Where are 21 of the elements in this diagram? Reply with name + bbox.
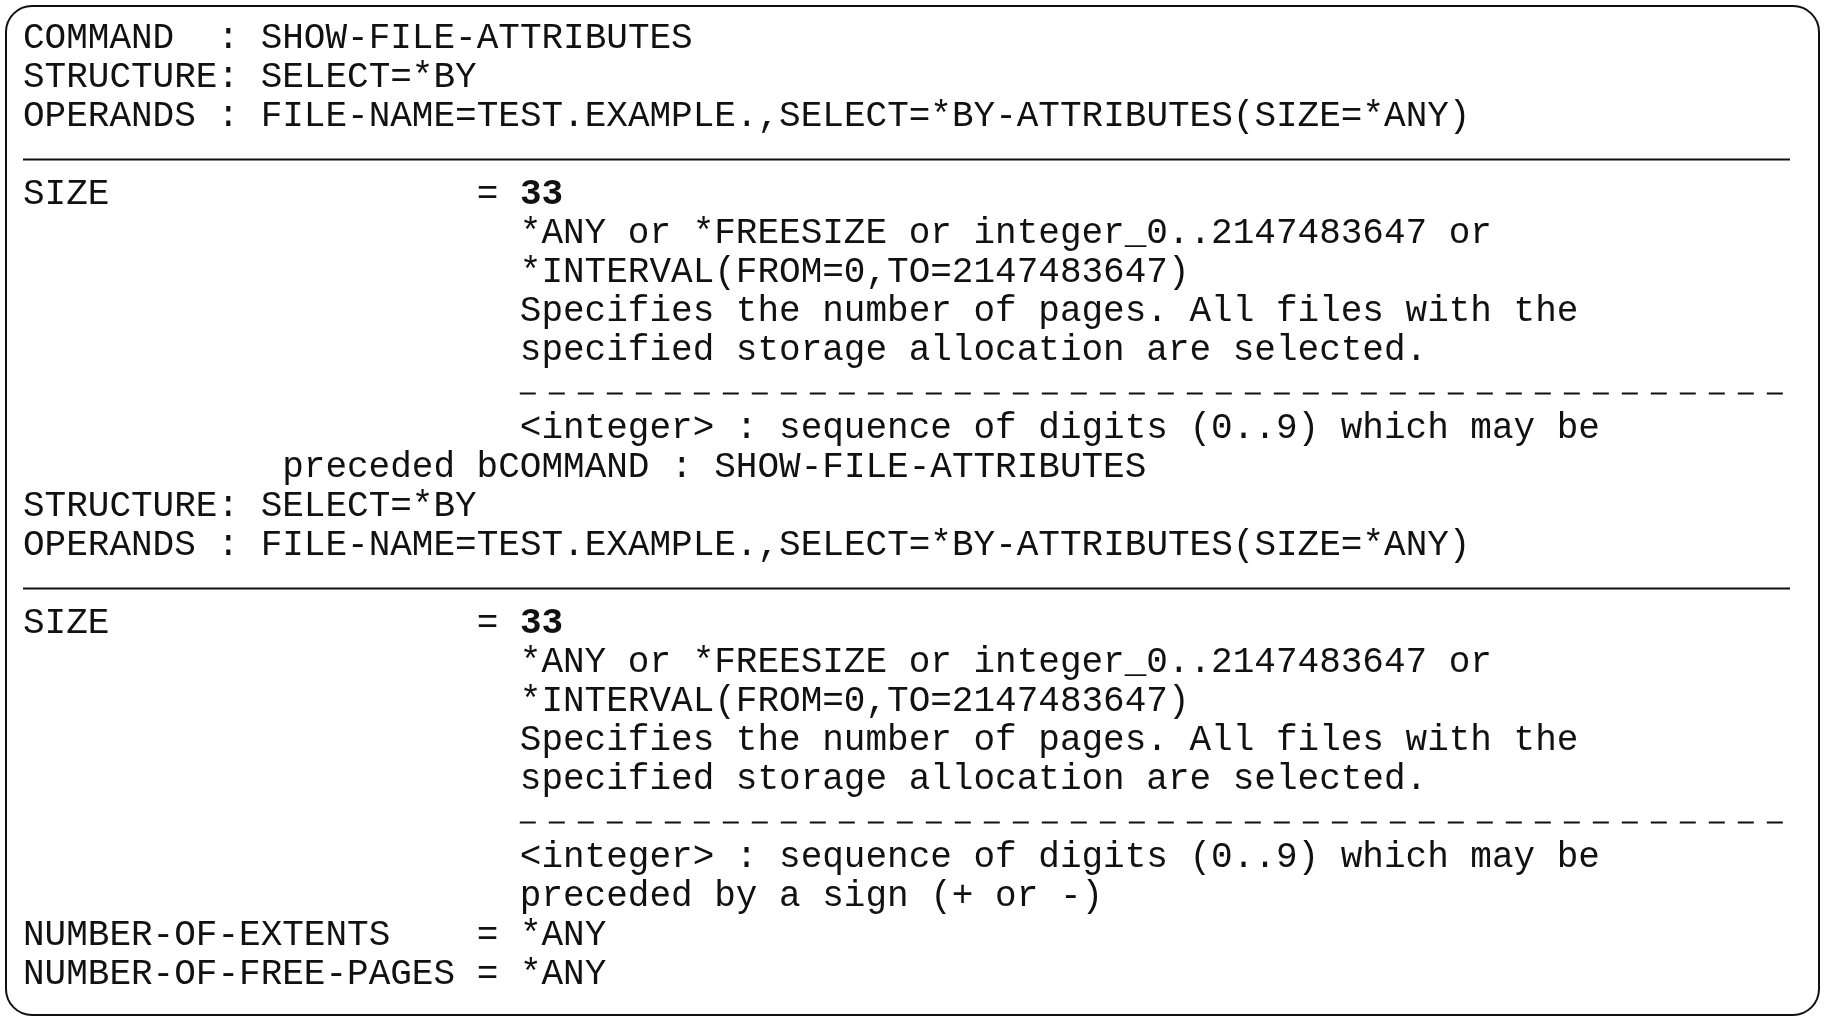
screen-text-line: *INTERVAL(FROM=0,TO=2147483647) [519,682,1190,721]
screen-text-line: Specifies the number of pages. All files with the [519,292,1579,331]
screen-text-line: *INTERVAL(FROM=0,TO=2147483647) [519,253,1190,292]
screen-text-line: SIZE = 33 [23,175,564,214]
screen-text-line: OPERANDS : FILE-NAME=TEST.EXAMPLE.,SELECT=*BY-ATTRIBUTES(SIZE=*ANY) [23,97,1471,136]
screen-text-line: COMMAND : SHOW-FILE-ATTRIBUTES [23,19,693,58]
screen-text-line: OPERANDS : FILE-NAME=TEST.EXAMPLE.,SELECT=*BY-ATTRIBUTES(SIZE=*ANY) [23,526,1471,565]
screen-text-line: *ANY or *FREESIZE or integer_0..2147483647 or [519,214,1492,253]
screen-text-line: NUMBER-OF-FREE-PAGES = *ANY [23,955,607,994]
screen-text-line: SIZE = 33 [23,604,564,643]
screen-text-line: STRUCTURE: SELECT=*BY [23,487,477,526]
screen-text-line: NUMBER-OF-EXTENTS = *ANY [23,916,607,955]
screen-text-line: preceded by a sign (+ or -) [519,877,1104,916]
screen-text-line: <integer> : sequence of digits (0..9) which may be [519,409,1600,448]
screen-text-line: <integer> : sequence of digits (0..9) which may be [519,838,1600,877]
screen-text-line: STRUCTURE: SELECT=*BY [23,58,477,97]
screen-text-line: specified storage allocation are selected. [519,331,1428,370]
screen-text-line: specified storage allocation are selected. [519,760,1428,799]
screen-text-line: *ANY or *FREESIZE or integer_0..2147483647 or [519,643,1492,682]
screen-text-line: preceded bCOMMAND : SHOW-FILE-ATTRIBUTES [282,448,1147,487]
screen-text-line: Specifies the number of pages. All files with the [519,721,1579,760]
